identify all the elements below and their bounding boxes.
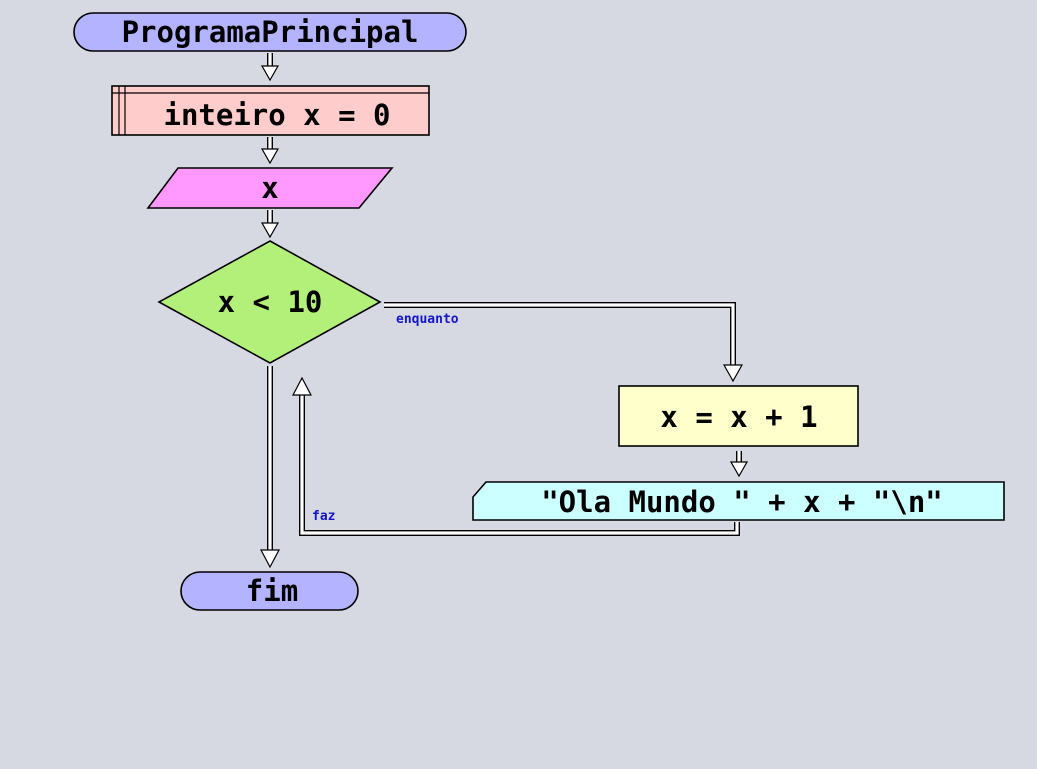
connectors	[260, 53, 749, 569]
start-node[interactable]: ProgramaPrincipal	[73, 12, 467, 52]
assignment-node[interactable]: x = x + 1	[618, 385, 859, 447]
declaration-node-label: inteiro x = 0	[164, 98, 391, 132]
end-node[interactable]: fim	[180, 571, 359, 611]
input-node-label: x	[261, 171, 278, 205]
connector-output-back-to-decision	[292, 376, 740, 536]
start-node-label: ProgramaPrincipal	[122, 15, 419, 49]
loop-condition-label: enquanto	[396, 312, 459, 327]
output-node[interactable]: "Ola Mundo " + x + "\n"	[472, 481, 1005, 521]
connector-declaration-to-input	[260, 137, 280, 165]
connector-decision-to-end	[260, 366, 280, 569]
loop-back-label: faz	[312, 509, 335, 524]
output-node-label: "Ola Mundo " + x + "\n"	[541, 485, 943, 519]
declaration-node[interactable]: inteiro x = 0	[111, 85, 430, 136]
connector-process-to-output	[729, 451, 749, 478]
decision-node-label: x < 10	[218, 285, 323, 319]
input-node[interactable]: x	[146, 167, 394, 209]
connector-input-to-decision	[260, 210, 280, 239]
decision-node[interactable]: x < 10	[157, 240, 382, 364]
assignment-node-label: x = x + 1	[660, 400, 817, 434]
connector-decision-to-process	[384, 302, 744, 383]
connector-start-to-declaration	[260, 53, 280, 82]
end-node-label: fim	[246, 574, 298, 608]
